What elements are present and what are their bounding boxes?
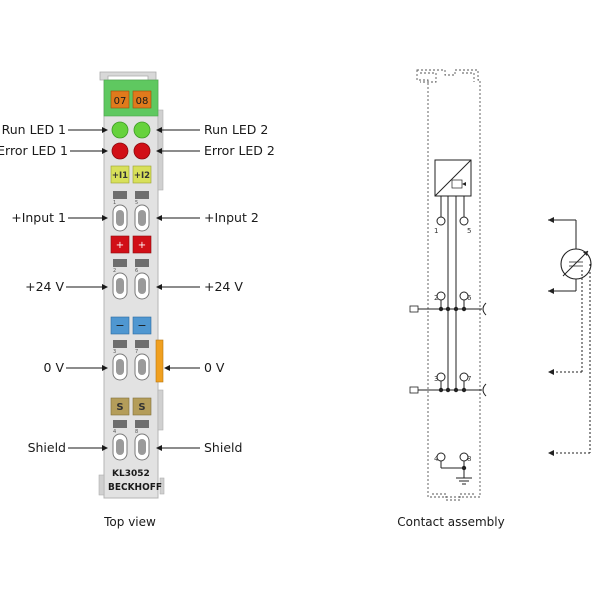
callouts: [66, 129, 200, 449]
tag-08-text: 08: [136, 96, 149, 107]
clamp-num-7: 7: [135, 349, 138, 355]
shield-label-right-text: S: [138, 402, 145, 413]
label-run-led-2: Run LED 2: [204, 122, 268, 137]
plus-label-right: [132, 235, 152, 254]
label-error-led-2: Error LED 2: [204, 143, 275, 158]
terminal-module: 07 08 +I1 +I2 + + − − S S: [98, 71, 165, 499]
clamp-num-5: 5: [135, 200, 138, 206]
minus-label-left-text: −: [115, 319, 124, 332]
channel-label-i2: [132, 165, 152, 184]
label-zero-left: 0 V: [44, 360, 65, 375]
ground-icon: [456, 477, 472, 485]
contact-num-3: 3: [434, 375, 438, 383]
clamp-num-6: 6: [135, 268, 138, 274]
channel-label-i1: [110, 165, 130, 184]
clamp-row-3: [112, 340, 150, 381]
contact-num-2: 2: [434, 294, 438, 302]
clamp-row-1: [112, 191, 150, 232]
contact-7: [459, 372, 469, 382]
minus-label-right: [132, 316, 152, 335]
label-input-2: +Input 2: [204, 210, 259, 225]
clamp-row-4: [112, 420, 150, 461]
contact-num-8: 8: [467, 455, 471, 463]
contact-3: [436, 372, 446, 382]
contact-5: [459, 216, 469, 226]
error-led-2: [133, 142, 151, 160]
contact-6: [459, 291, 469, 301]
assembly-outline: [416, 69, 481, 498]
arrow-heads: [102, 127, 170, 451]
caption-top-view: Top view: [103, 515, 156, 529]
caption-contact-assembly: Contact assembly: [397, 515, 504, 529]
label-zero-right: 0 V: [204, 360, 225, 375]
orange-strip: [155, 339, 164, 383]
tag-08: [132, 90, 152, 109]
label-run-led-1: Run LED 1: [2, 122, 66, 137]
run-led-2: [133, 121, 151, 139]
contact-1: [436, 216, 446, 226]
label-plus24-right: +24 V: [204, 279, 243, 294]
model-number: KL3052: [112, 469, 150, 479]
contact-num-5: 5: [467, 227, 471, 235]
module-body: [103, 79, 159, 499]
tag-07-text: 07: [114, 96, 127, 107]
clamp-num-3: 3: [113, 349, 116, 355]
channel-label-i2-text: +I2: [134, 171, 150, 181]
label-plus24-left: +24 V: [25, 279, 64, 294]
plus-label-left-text: +: [116, 240, 124, 251]
contact-num-7: 7: [467, 375, 471, 383]
label-shield-right: Shield: [204, 440, 242, 455]
tag-07: [110, 90, 130, 109]
contact-assembly: 1 5 2 6 3 7 4 8: [409, 69, 487, 501]
contact-2: [436, 291, 446, 301]
clamp-num-4: 4: [113, 429, 116, 435]
clamp-num-1: 1: [113, 200, 116, 206]
contact-num-1: 1: [434, 227, 438, 235]
shield-label-left: [110, 397, 130, 416]
contact-num-6: 6: [467, 294, 472, 302]
channel-label-i1-text: +I1: [112, 171, 128, 181]
brand-name: BECKHOFF: [108, 482, 162, 493]
minus-label-left: [110, 316, 130, 335]
minus-label-right-text: −: [137, 319, 146, 332]
label-error-led-1: Error LED 1: [0, 143, 68, 158]
shield-label-right: [132, 397, 152, 416]
shield-label-left-text: S: [116, 402, 123, 413]
label-input-1: +Input 1: [11, 210, 66, 225]
error-led-1: [111, 142, 129, 160]
clamp-num-2: 2: [113, 268, 116, 274]
clamp-num-8: 8: [135, 429, 138, 435]
run-led-1: [111, 121, 129, 139]
plus-label-right-text: +: [138, 240, 146, 251]
external-sensor: [548, 217, 592, 456]
plus-label-left: [110, 235, 130, 254]
label-shield-left: Shield: [28, 440, 66, 455]
clamp-row-2: [112, 259, 150, 300]
contact-num-4: 4: [434, 455, 439, 463]
